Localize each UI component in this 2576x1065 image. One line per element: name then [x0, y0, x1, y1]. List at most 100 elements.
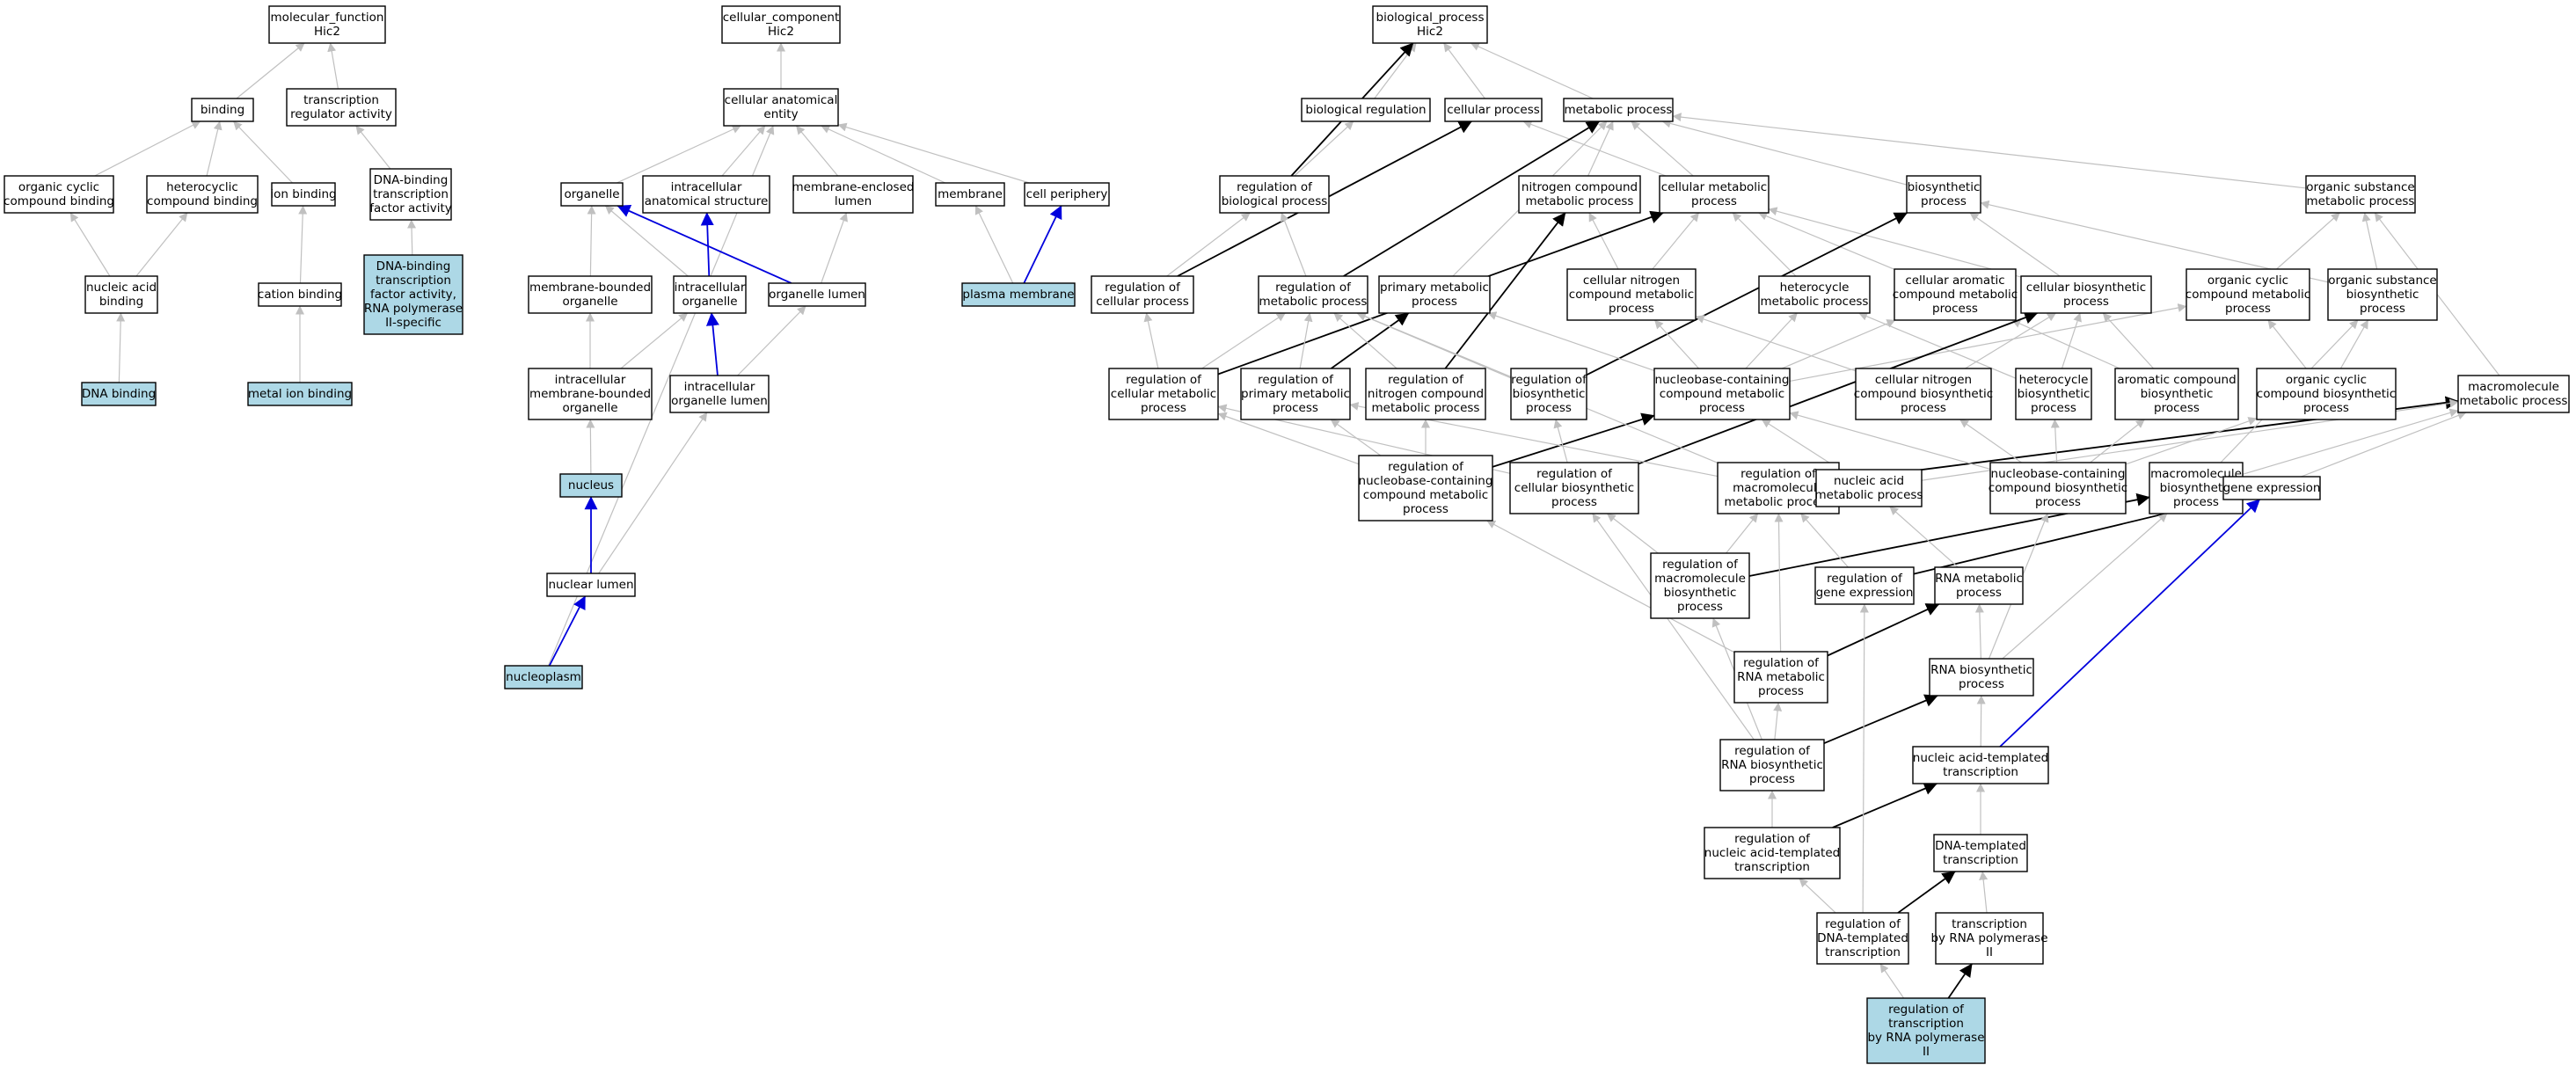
- node-box: [2457, 375, 2570, 413]
- go-term-node[interactable]: biological regulation: [1301, 98, 1431, 122]
- is-a-edge: [1969, 212, 2061, 277]
- node-label-line: nucleobase-containing: [1991, 467, 2126, 481]
- node-label-line: lumen: [835, 194, 872, 208]
- node-label-line: organic substance: [2328, 274, 2436, 288]
- node-box: [2222, 476, 2321, 500]
- go-term-node[interactable]: organelle lumen: [768, 282, 866, 307]
- node-box: [1815, 469, 1923, 507]
- is-a-edge: [2276, 212, 2340, 270]
- node-label-line: process: [1932, 302, 1978, 316]
- node-label-line: process: [2154, 401, 2200, 415]
- node-label-line: process: [1959, 677, 2004, 691]
- regulates-edge: [1638, 311, 2039, 465]
- go-term-node[interactable]: cell periphery: [1024, 182, 1110, 207]
- go-term-node[interactable]: cation binding: [258, 282, 342, 307]
- node-label-line: nucleoplasm: [506, 670, 581, 684]
- node-label-line: ion binding: [270, 187, 336, 201]
- node-label: cellular process: [1447, 103, 1540, 117]
- node-label-line: RNA polymerase: [364, 302, 463, 316]
- node-label-line: nitrogen compound: [1368, 387, 1484, 401]
- node-label-line: intracellular: [675, 281, 746, 295]
- go-term-node[interactable]: DNA binding: [81, 382, 157, 406]
- node-label-line: regulation of: [1388, 373, 1464, 387]
- go-term-node[interactable]: membrane: [935, 182, 1005, 207]
- node-label-line: metabolic process: [1761, 295, 1869, 309]
- go-term-node[interactable]: metal ion binding: [247, 382, 353, 406]
- go-term-node[interactable]: plasma membrane: [961, 282, 1076, 307]
- go-term-node[interactable]: metabolic process: [1563, 98, 1674, 122]
- node-label-line: regulation of: [1105, 281, 1181, 295]
- go-term-node[interactable]: nucleus: [559, 473, 623, 498]
- go-term-node[interactable]: nuclear lumen: [546, 573, 636, 597]
- go-term-node[interactable]: binding: [191, 98, 254, 122]
- is-a-edge: [1486, 520, 1735, 653]
- go-term-node[interactable]: organelle: [560, 182, 624, 207]
- go-term-node[interactable]: gene expression: [2222, 476, 2321, 500]
- go-term-node[interactable]: nucleoplasm: [504, 665, 583, 689]
- go-term-node[interactable]: ion binding: [270, 182, 337, 207]
- go-term-node[interactable]: cellular process: [1444, 98, 1543, 122]
